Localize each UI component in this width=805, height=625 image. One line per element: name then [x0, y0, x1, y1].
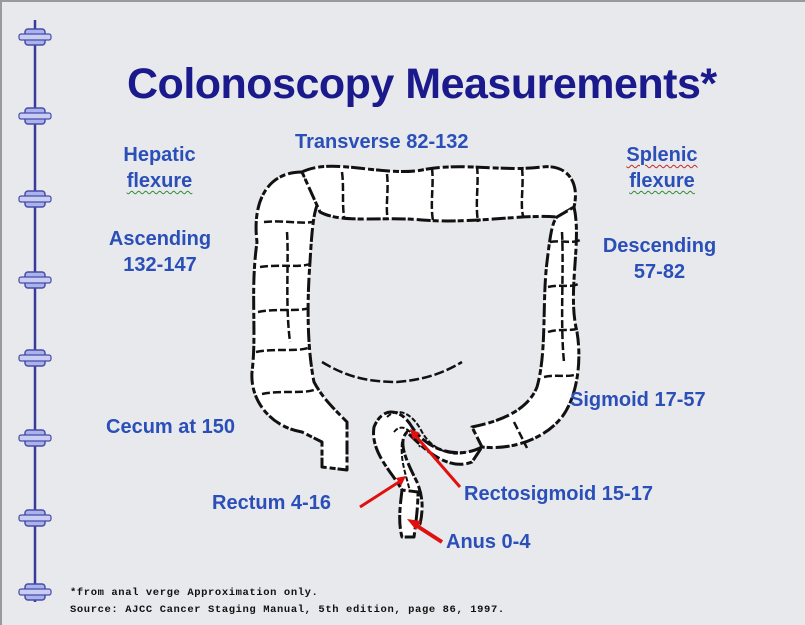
cecum-label: Cecum at 150 [106, 414, 235, 440]
hepatic-flexure-label: Hepatic flexure [112, 142, 207, 194]
hepatic-label-line1: Hepatic [112, 142, 207, 168]
footnote-source: Source: AJCC Cancer Staging Manual, 5th … [70, 604, 505, 616]
footnote-approximation: *from anal verge Approximation only. [70, 587, 318, 599]
splenic-label-line1: Splenic [612, 142, 712, 168]
descending-label-line1: Descending [587, 233, 732, 259]
splenic-label-line2: flexure [612, 168, 712, 194]
ascending-label-line2: 132-147 [95, 252, 225, 278]
sigmoid-label: Sigmoid 17-57 [570, 387, 706, 413]
ascending-label-line1: Ascending [95, 226, 225, 252]
descending-label-line2: 57-82 [587, 259, 732, 285]
transverse-label: Transverse 82-132 [295, 129, 468, 155]
slide-title: Colonoscopy Measurements* [127, 60, 767, 109]
ascending-label: Ascending 132-147 [95, 226, 225, 278]
rectosigmoid-label: Rectosigmoid 15-17 [464, 481, 653, 507]
splenic-flexure-label: Splenic flexure [612, 142, 712, 194]
anus-label: Anus 0-4 [446, 529, 530, 555]
hepatic-label-line2: flexure [112, 168, 207, 194]
rectum-label: Rectum 4-16 [212, 490, 331, 516]
descending-label: Descending 57-82 [587, 233, 732, 285]
